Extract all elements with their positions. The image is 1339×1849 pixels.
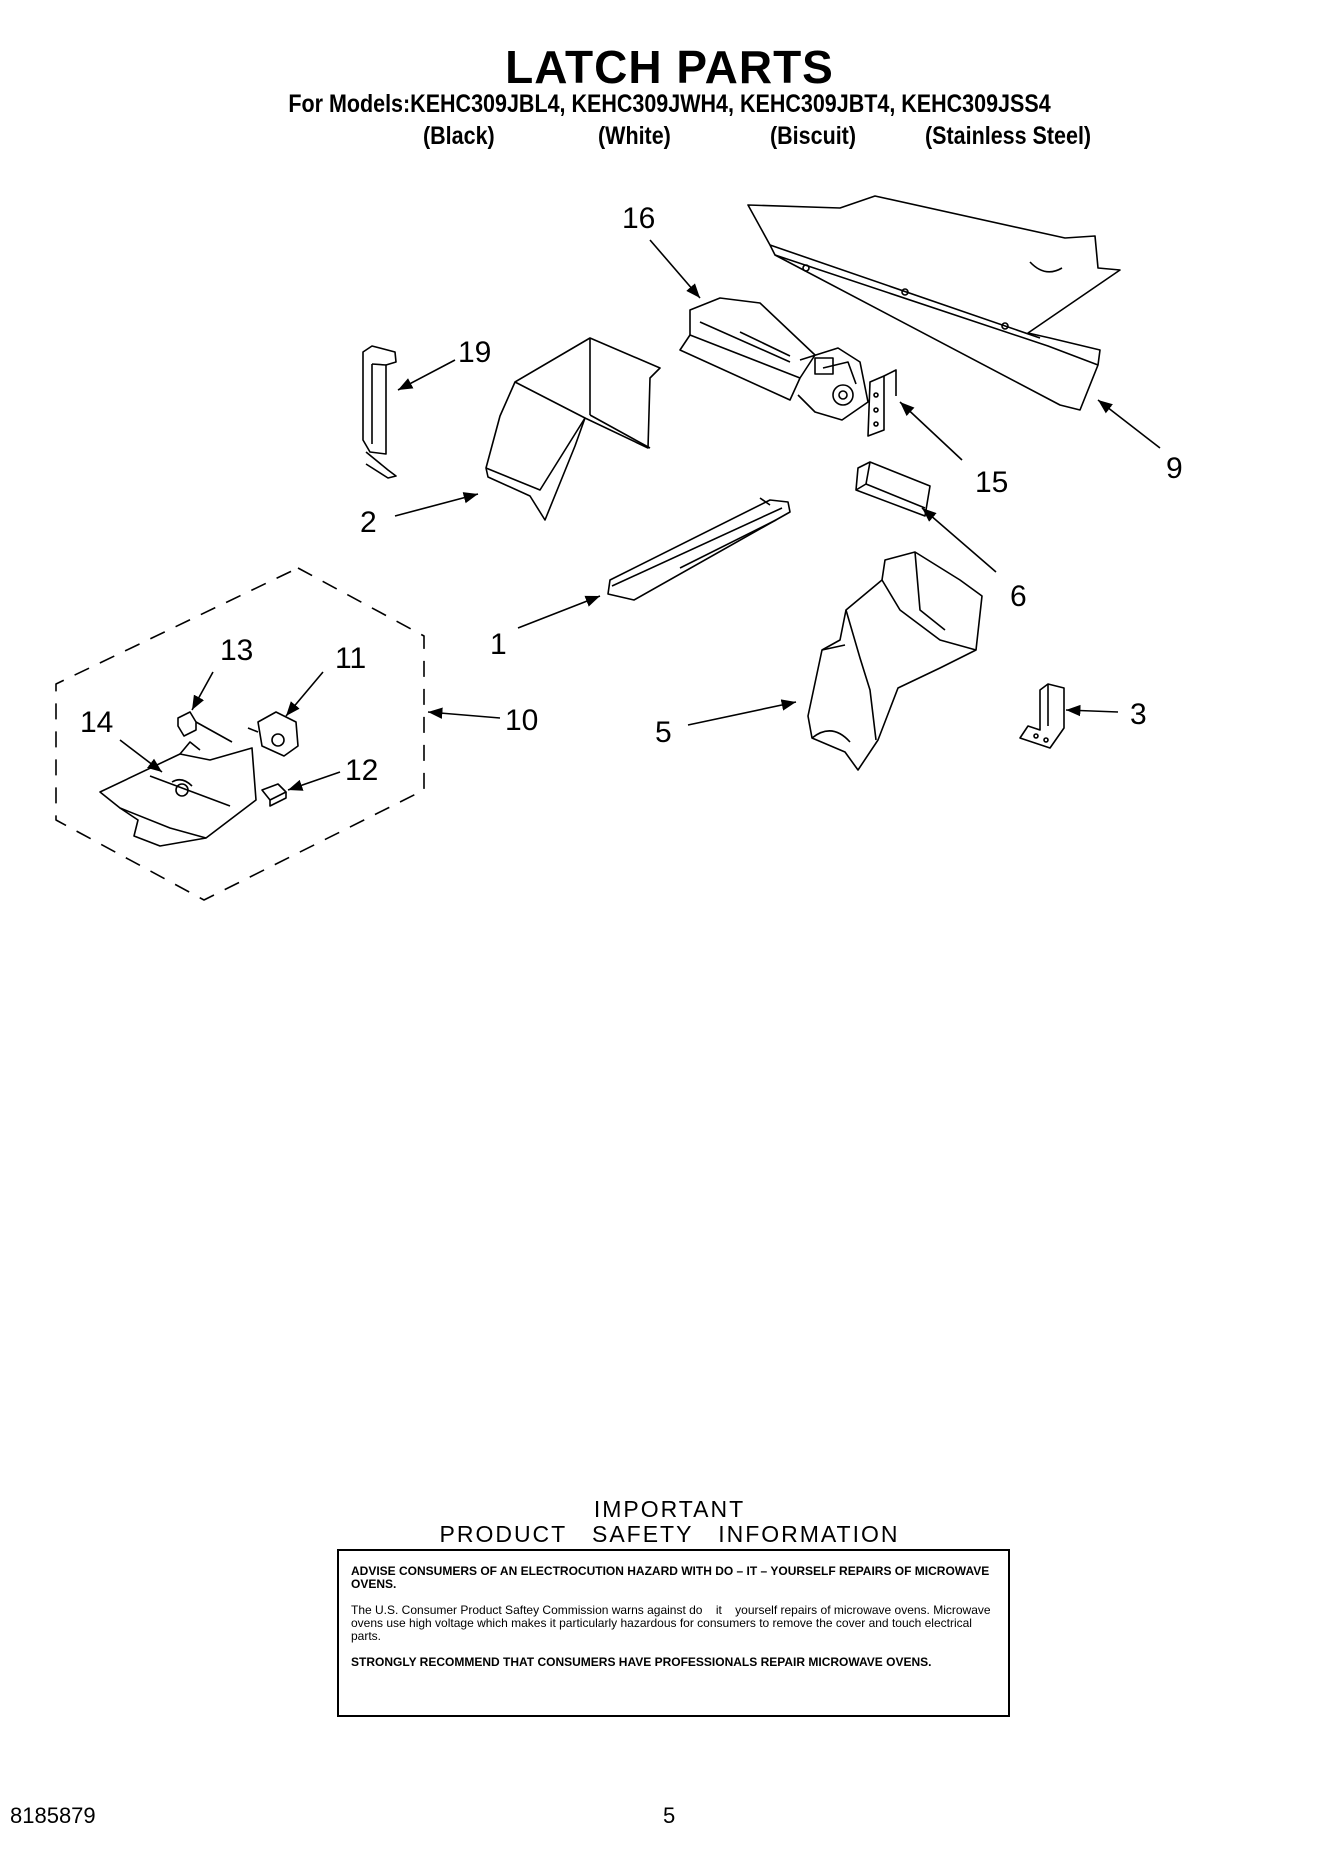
callout-3: 3 — [1130, 698, 1147, 731]
safety-info-box: ADVISE CONSUMERS OF AN ELECTROCUTION HAZ… — [337, 1549, 1010, 1717]
safety-body: The U.S. Consumer Product Saftey Commiss… — [351, 1603, 994, 1643]
variant-black: (Black) — [423, 122, 495, 150]
callout-12: 12 — [345, 754, 378, 787]
page-number: 5 — [663, 1803, 676, 1828]
part-14-base-plate — [99, 741, 257, 847]
callout-6: 6 — [1010, 580, 1027, 613]
part-15-bracket — [867, 369, 897, 437]
part-1-strip — [607, 497, 791, 601]
safety-heading-line1: IMPORTANT — [593, 1496, 746, 1522]
callout-13: 13 — [220, 634, 253, 667]
callout-2: 2 — [360, 506, 377, 539]
part-6-foam-block — [855, 461, 931, 517]
variant-white: (White) — [598, 122, 671, 150]
callout-10: 10 — [505, 704, 538, 737]
part-9-channel — [747, 195, 1121, 411]
variant-biscuit: (Biscuit) — [770, 122, 856, 150]
part-19-shield — [362, 345, 397, 479]
part-3-small-bracket — [1019, 683, 1065, 749]
callout-5: 5 — [655, 716, 672, 749]
part-12-connector — [261, 783, 287, 807]
variant-stainless-steel: (Stainless Steel) — [925, 122, 1092, 150]
callout-16: 16 — [622, 202, 655, 235]
part-2-air-duct — [485, 337, 661, 521]
part-5-lower-duct — [807, 551, 983, 771]
part-11-solenoid — [247, 711, 299, 757]
part-16-latch-assembly — [679, 297, 869, 421]
safety-heading: IMPORTANT PRODUCT SAFETY INFORMATION — [0, 1497, 1339, 1547]
exploded-parts-diagram: 16 19 9 15 2 6 13 11 1 14 10 5 3 12 — [55, 195, 1183, 901]
safety-recommendation: STRONGLY RECOMMEND THAT CONSUMERS HAVE P… — [351, 1655, 932, 1669]
document-number: 8185879 — [10, 1803, 96, 1828]
callout-15: 15 — [975, 466, 1008, 499]
part-10-assembly-outline — [55, 567, 425, 901]
part-13-switch — [177, 711, 233, 743]
safety-heading-line2: PRODUCT SAFETY INFORMATION — [439, 1521, 900, 1547]
models-line: For Models:KEHC309JBL4, KEHC309JWH4, KEH… — [288, 90, 1051, 118]
safety-warning: ADVISE CONSUMERS OF AN ELECTROCUTION HAZ… — [351, 1564, 990, 1591]
callout-14: 14 — [80, 706, 113, 739]
callout-19: 19 — [458, 336, 491, 369]
callout-1: 1 — [490, 628, 507, 661]
callout-11: 11 — [335, 642, 366, 675]
page-title: LATCH PARTS — [505, 41, 834, 93]
callout-9: 9 — [1166, 452, 1183, 485]
